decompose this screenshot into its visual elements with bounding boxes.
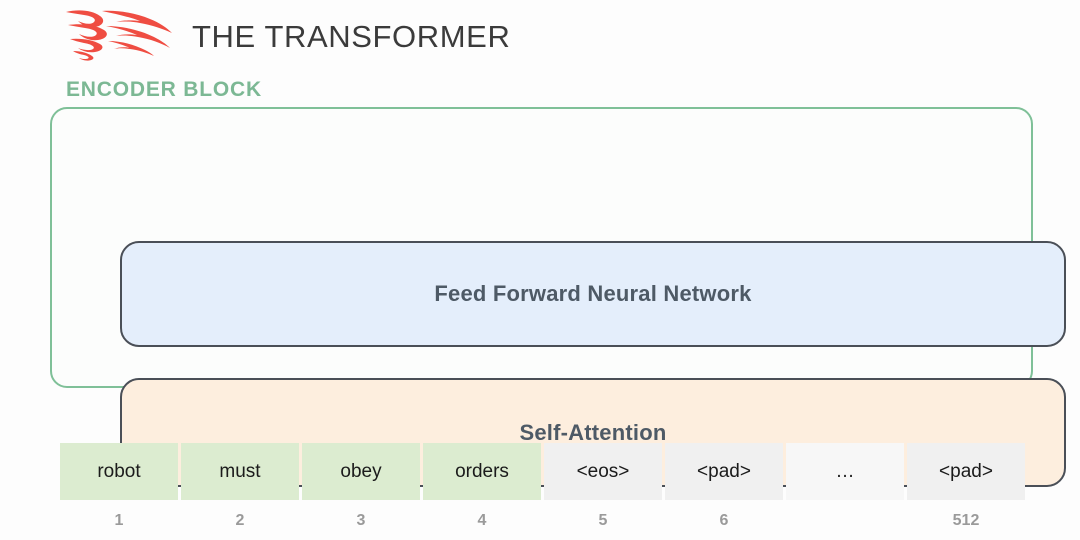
self-attention-label: Self-Attention [519,419,667,445]
flame-logo-icon [66,10,172,61]
token-index-label: 4 [477,512,487,529]
token-column: must 2 [181,443,299,529]
encoder-block-label: ENCODER BLOCK [66,78,262,101]
token-column: <pad> 6 [665,443,783,529]
token-column: … [786,443,904,529]
token-index-label: 2 [235,512,245,529]
token-column: robot 1 [60,443,178,529]
token-cell[interactable]: <pad> [907,443,1025,500]
token-cell[interactable]: orders [423,443,541,500]
token-sequence-row: robot 1 must 2 obey 3 orders 4 <eos> 5 <… [60,443,1025,529]
token-column: <eos> 5 [544,443,662,529]
feed-forward-neural-network-layer[interactable]: Feed Forward Neural Network [120,241,1066,347]
page-title: THE TRANSFORMER [192,18,511,54]
feed-forward-neural-network-label: Feed Forward Neural Network [434,281,752,306]
token-index-label: 1 [114,512,124,529]
brand-header: THE TRANSFORMER [62,8,510,64]
encoder-block-container: Feed Forward Neural Network Self-Attenti… [50,107,1066,487]
token-index-label: 3 [356,512,366,529]
token-index-label: 512 [952,512,980,529]
token-cell[interactable]: <pad> [665,443,783,500]
token-cell-ellipsis: … [786,443,904,500]
token-index-label: 5 [598,512,608,529]
token-cell[interactable]: robot [60,443,178,500]
token-cell[interactable]: obey [302,443,420,500]
token-column: obey 3 [302,443,420,529]
token-cell[interactable]: must [181,443,299,500]
token-index-label: 6 [719,512,729,529]
token-cell[interactable]: <eos> [544,443,662,500]
token-column: orders 4 [423,443,541,529]
token-column: <pad> 512 [907,443,1025,529]
